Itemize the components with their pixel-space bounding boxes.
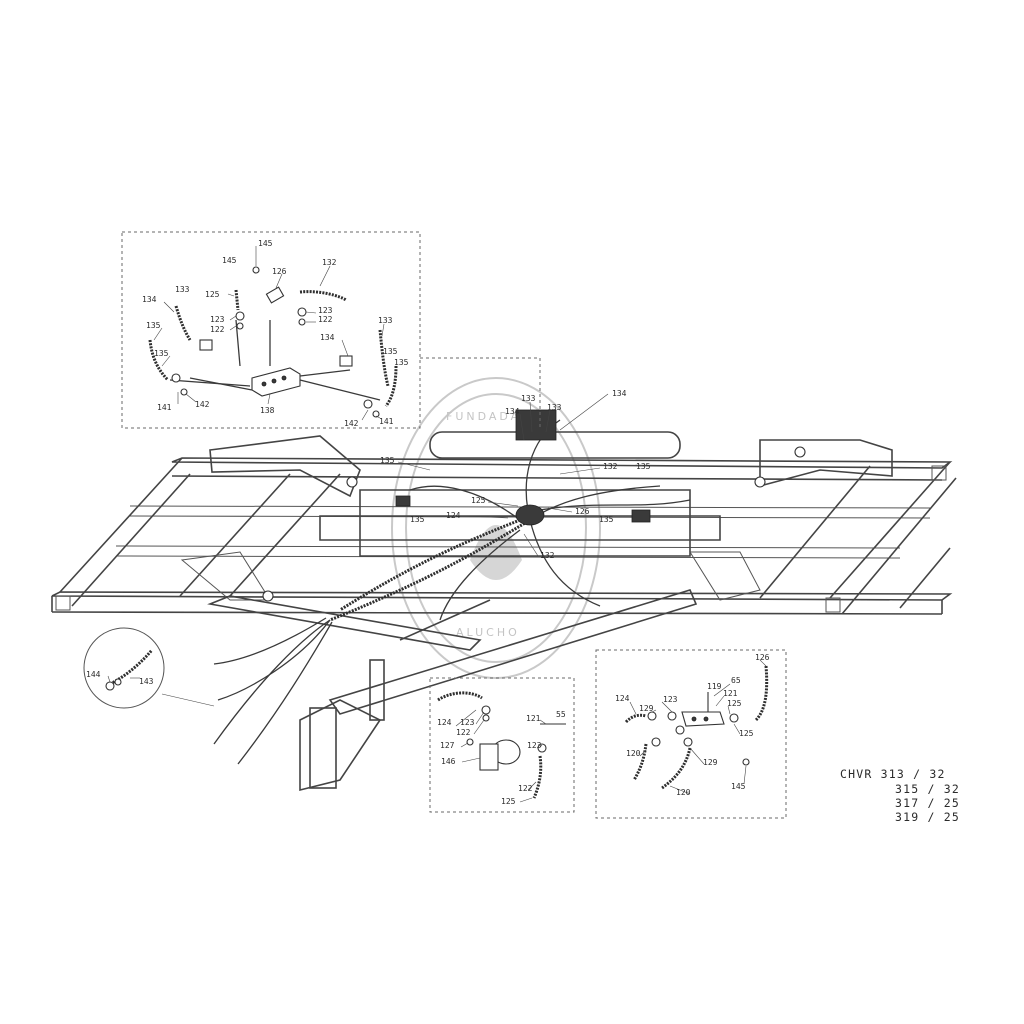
detail-bottom-right-labels: 126 65 119 124 123 121 125 129 125 120 1… xyxy=(615,653,770,797)
label-65-br: 65 xyxy=(731,676,741,685)
label-129-br-a: 129 xyxy=(639,704,654,713)
label-141-tl-a: 141 xyxy=(157,403,172,412)
label-135-tl-b: 135 xyxy=(154,349,169,358)
label-145-tl-b: 145 xyxy=(222,256,237,265)
detail-box-bottom-right xyxy=(595,649,787,819)
label-123-bc-a: 123 xyxy=(460,718,475,727)
detail-bottom-center-labels: 124 123 122 121 55 127 123 146 122 125 xyxy=(437,710,566,806)
label-146-bc: 146 xyxy=(441,757,456,766)
hose-bundle xyxy=(213,409,691,765)
label-133-tl-b: 133 xyxy=(378,316,393,325)
label-134-tl-b: 134 xyxy=(320,333,335,342)
label-125-bc: 125 xyxy=(501,797,516,806)
detail-box-top-left xyxy=(121,231,541,430)
label-120-br-a: 120 xyxy=(626,749,641,758)
watermark-bottom-text: ALUCHO xyxy=(456,626,520,639)
label-124-br: 124 xyxy=(615,694,630,703)
watermark-stamp: FUNDADA EM ALUCHO xyxy=(391,377,601,679)
label-132-tl: 132 xyxy=(322,258,337,267)
label-135-main-a: 135 xyxy=(380,456,395,465)
label-133-tl-a: 133 xyxy=(175,285,190,294)
label-126-main: 126 xyxy=(575,507,590,516)
label-126-tl: 126 xyxy=(272,267,287,276)
label-145-tl-a: 145 xyxy=(258,239,273,248)
label-124-main: 124 xyxy=(446,511,461,520)
detail-circle: 144 143 xyxy=(83,627,215,709)
label-135-tl-c: 135 xyxy=(383,347,398,356)
label-145-br: 145 xyxy=(731,782,746,791)
label-134-tl-a: 134 xyxy=(142,295,157,304)
detail-box-bottom-center xyxy=(429,677,575,813)
label-121-br: 121 xyxy=(723,689,738,698)
model-code-block: CHVR 313 / 32 315 / 32 317 / 25 319 / 25 xyxy=(840,767,960,824)
main-labels: 134 133 133 134 135 132 135 125 126 124 … xyxy=(380,389,651,560)
label-129-br-b: 129 xyxy=(703,758,718,767)
label-125-tl: 125 xyxy=(205,290,220,299)
label-125-main: 125 xyxy=(471,496,486,505)
label-122-bc-a: 122 xyxy=(456,728,471,737)
label-125-br-a: 125 xyxy=(727,699,742,708)
main-frame xyxy=(51,431,957,792)
label-122-tl-a: 122 xyxy=(210,325,225,334)
label-123-tl-b: 123 xyxy=(318,306,333,315)
label-144-circle: 144 xyxy=(86,670,101,679)
label-135-main-d: 135 xyxy=(599,515,614,524)
model-code-4: 319 / 25 xyxy=(895,810,960,824)
label-119-br: 119 xyxy=(707,682,722,691)
label-135-main-c: 135 xyxy=(410,515,425,524)
label-122-tl-b: 122 xyxy=(318,315,333,324)
label-135-main-b: 135 xyxy=(636,462,651,471)
label-135-tl-d: 135 xyxy=(394,358,409,367)
main-leader-lines xyxy=(397,393,609,557)
label-125-br-b: 125 xyxy=(739,729,754,738)
label-141-tl-b: 141 xyxy=(379,417,394,426)
label-126-br: 126 xyxy=(755,653,770,662)
model-code-3: 317 / 25 xyxy=(895,796,960,810)
label-143-circle: 143 xyxy=(139,677,154,686)
label-142-tl-a: 142 xyxy=(195,400,210,409)
label-123-br: 123 xyxy=(663,695,678,704)
label-134-main: 134 xyxy=(612,389,627,398)
label-120-br-b: 120 xyxy=(676,788,691,797)
label-123-tl-a: 123 xyxy=(210,315,225,324)
label-122-bc-b: 122 xyxy=(518,784,533,793)
model-code-1: CHVR 313 / 32 xyxy=(840,767,946,781)
label-123-bc-b: 123 xyxy=(527,741,542,750)
model-code-2: 315 / 32 xyxy=(895,782,960,796)
label-132-main-a: 132 xyxy=(603,462,618,471)
label-133-main-a: 133 xyxy=(521,394,536,403)
label-132-main-b: 132 xyxy=(540,551,555,560)
label-121-bc: 121 xyxy=(526,714,541,723)
label-138-tl: 138 xyxy=(260,406,275,415)
label-142-tl-b: 142 xyxy=(344,419,359,428)
label-135-tl-a: 135 xyxy=(146,321,161,330)
label-133-main-b: 133 xyxy=(547,403,562,412)
detail-top-left-labels: 145 145 126 132 133 125 134 123 123 122 … xyxy=(142,239,409,428)
label-124-bc: 124 xyxy=(437,718,452,727)
label-134-main-b: 134 xyxy=(505,407,520,416)
label-127-bc: 127 xyxy=(440,741,455,750)
label-55-bc: 55 xyxy=(556,710,566,719)
